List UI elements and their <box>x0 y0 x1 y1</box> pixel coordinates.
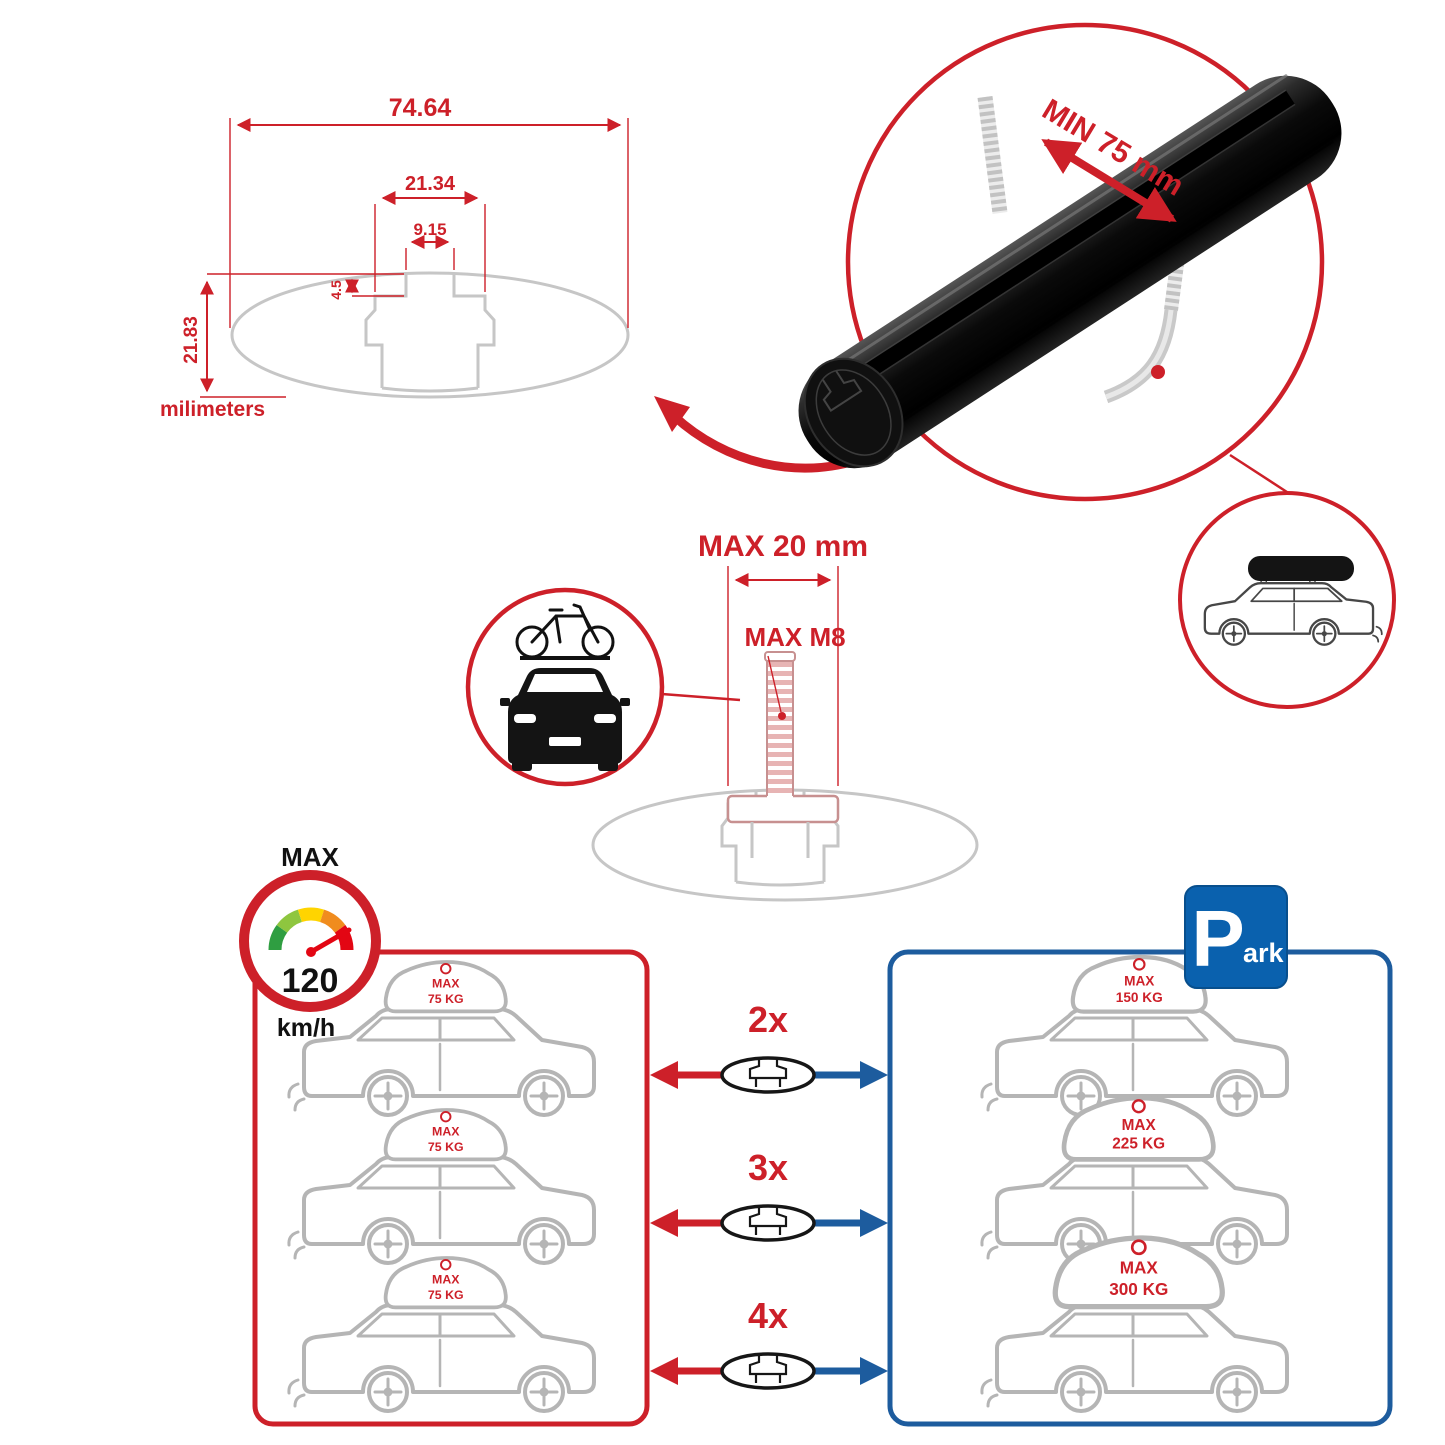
crossbar-profile-icon <box>720 1204 816 1242</box>
bike-car-circle <box>465 587 741 787</box>
gauge-needle <box>308 927 352 955</box>
multiplier-row-3: 4x <box>650 1295 888 1390</box>
park-sign-p: P <box>1191 894 1244 983</box>
bag-label-max: MAX <box>1122 1117 1157 1134</box>
dim-lip-depth: 4.5 <box>328 280 344 300</box>
clamp-point-dot <box>1151 365 1165 379</box>
capacity-left-box: MAX 75 KG MAX 75 KG MAX 75 KG <box>252 949 650 1427</box>
speed-unit: km/h <box>277 1014 335 1042</box>
black-crossbar <box>798 74 1342 469</box>
crossbar-profile-icon <box>720 1352 816 1390</box>
bag-label-weight: 150 KG <box>1116 990 1163 1005</box>
dim-channel-width: 21.34 <box>405 173 456 195</box>
bolt-dimension-diagram: MAX 20 mm MAX M8 <box>591 530 979 902</box>
dim-total-height: 21.83 <box>181 316 202 364</box>
park-sign: P ark <box>1184 885 1288 989</box>
bolt-max-width-label: MAX 20 mm <box>698 530 868 563</box>
park-sign-plate <box>1184 885 1288 989</box>
right-bag-1: MAX 150 KG <box>1073 957 1206 1012</box>
dimension-lines <box>200 118 622 393</box>
left-bag-2: MAX 75 KG <box>383 1108 508 1162</box>
multiplier-row-2: 3x <box>650 1147 888 1242</box>
bag-label-weight: 75 KG <box>428 1140 464 1154</box>
gauge-arc-segments <box>268 907 354 951</box>
bicycle-icon <box>515 603 615 660</box>
multiplier-row-1: 2x <box>650 999 888 1094</box>
roofbox-suv-circle <box>1178 491 1396 709</box>
t-slot-plate <box>726 794 840 824</box>
left-arrow-icon <box>650 1357 678 1385</box>
dim-total-width: 74.64 <box>389 94 452 122</box>
capacity-middle-column: 2x 3x 4x <box>650 999 888 1390</box>
right-bag-2: MAX 225 KG <box>1064 1098 1213 1159</box>
right-arrow-icon <box>860 1209 888 1237</box>
roof-cargo-box <box>1248 556 1354 581</box>
bag-label-max: MAX <box>432 1273 460 1287</box>
bag-label-max: MAX <box>432 977 460 991</box>
right-arrow-icon <box>860 1061 888 1089</box>
multiplier-label: 3x <box>748 1147 788 1188</box>
bag-label-max: MAX <box>1120 1258 1159 1278</box>
bag-label-max: MAX <box>432 1125 460 1139</box>
extension-lines <box>200 118 629 398</box>
bike-circle-connector <box>661 692 741 702</box>
left-arrow-icon <box>650 1061 678 1089</box>
crossbar-detail-circle: MIN 75 mm <box>798 22 1342 502</box>
crossbar-profile-outline <box>230 271 630 399</box>
circle-connector-line <box>1229 453 1291 496</box>
bag-label-weight: 225 KG <box>1112 1136 1165 1153</box>
bag-label-weight: 75 KG <box>428 992 464 1006</box>
left-bag-1: MAX 75 KG <box>383 960 508 1014</box>
units-label: milimeters <box>160 398 265 421</box>
bag-label-weight: 300 KG <box>1109 1279 1168 1299</box>
left-arrow-icon <box>650 1209 678 1237</box>
gauge-needle-pivot <box>306 947 316 957</box>
crossbar-profile-icon <box>720 1056 816 1094</box>
left-bag-3: MAX 75 KG <box>383 1256 508 1310</box>
bolt-max-thread-label: MAX M8 <box>744 622 845 652</box>
multiplier-label: 2x <box>748 999 788 1040</box>
park-sign-ark: ark <box>1243 938 1285 968</box>
t-slot-stem <box>750 822 810 858</box>
speed-value: 120 <box>282 962 339 1000</box>
dim-slot-width: 9.15 <box>413 220 446 239</box>
bolt-dimension-lines <box>727 566 839 786</box>
multiplier-label: 4x <box>748 1295 788 1336</box>
speed-limit-gauge: MAX 120 km/h <box>239 842 381 1042</box>
speed-max-label: MAX <box>281 842 339 872</box>
threaded-bolt <box>764 651 796 798</box>
min-clamp-arrow <box>1041 138 1177 223</box>
gauge-ring <box>239 870 381 1012</box>
right-bag-3: MAX 300 KG <box>1055 1238 1222 1307</box>
right-arrow-icon <box>860 1357 888 1385</box>
bag-label-weight: 75 KG <box>428 1288 464 1302</box>
bag-label-max: MAX <box>1124 973 1154 988</box>
car-front-icon <box>500 668 630 771</box>
capacity-right-box: MAX 150 KG MAX 225 KG MAX 300 KG <box>887 949 1393 1427</box>
profile-dimension-diagram: 74.64 21.34 9.15 4.5 21.83 milimeters <box>160 94 630 421</box>
